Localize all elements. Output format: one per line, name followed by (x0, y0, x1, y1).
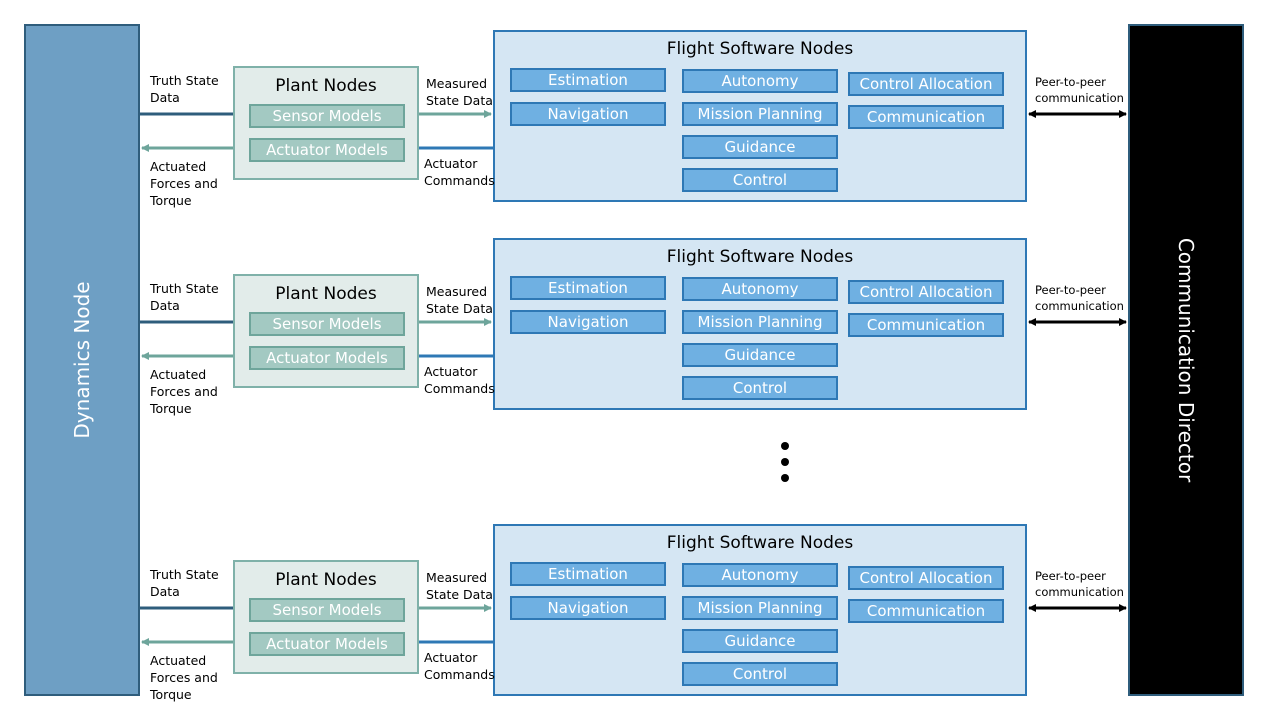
communication-block: Communication (848, 105, 1004, 129)
actuated-forces-label: Actuated Forces and Torque (150, 159, 218, 208)
navigation-block: Navigation (510, 102, 666, 126)
control-block: Control (682, 376, 838, 400)
sensor-models-block: Sensor Models (249, 312, 405, 336)
navigation-block: Navigation (510, 310, 666, 334)
actuator-commands-label: Actuator Commands (424, 650, 495, 682)
estimation-block: Estimation (510, 562, 666, 586)
ellipsis-dot (781, 474, 789, 482)
flight-software-nodes-title: Flight Software Nodes (666, 247, 854, 267)
estimation-block: Estimation (510, 68, 666, 92)
measured-state-data-label: Measured State Data (426, 76, 493, 108)
autonomy-block: Autonomy (682, 69, 838, 93)
guidance-block: Guidance (682, 135, 838, 159)
actuator-commands-label: Actuator Commands (424, 156, 495, 188)
plant-nodes-title: Plant Nodes (275, 284, 377, 304)
estimation-block: Estimation (510, 276, 666, 300)
control-block: Control (682, 168, 838, 192)
ellipsis-dot (781, 442, 789, 450)
navigation-block: Navigation (510, 596, 666, 620)
control-allocation-block: Control Allocation (848, 280, 1004, 304)
peer-to-peer-label: Peer-to-peer communication (1035, 569, 1124, 599)
autonomy-block: Autonomy (682, 563, 838, 587)
control-block: Control (682, 662, 838, 686)
guidance-block: Guidance (682, 629, 838, 653)
plant-nodes-title: Plant Nodes (275, 76, 377, 96)
plant-nodes-title: Plant Nodes (275, 570, 377, 590)
sensor-models-block: Sensor Models (249, 104, 405, 128)
actuator-models-block: Actuator Models (249, 138, 405, 162)
truth-state-data-label: Truth State Data (150, 281, 219, 313)
truth-state-data-label: Truth State Data (150, 567, 219, 599)
actuated-forces-label: Actuated Forces and Torque (150, 653, 218, 702)
flight-software-nodes-title: Flight Software Nodes (666, 39, 854, 59)
measured-state-data-label: Measured State Data (426, 570, 493, 602)
measured-state-data-label: Measured State Data (426, 284, 493, 316)
guidance-block: Guidance (682, 343, 838, 367)
truth-state-data-label: Truth State Data (150, 73, 219, 105)
dynamics-node: Dynamics Node (24, 24, 140, 696)
mission-planning-block: Mission Planning (682, 310, 838, 334)
actuated-forces-label: Actuated Forces and Torque (150, 367, 218, 416)
peer-to-peer-label: Peer-to-peer communication (1035, 283, 1124, 313)
mission-planning-block: Mission Planning (682, 102, 838, 126)
flight-software-nodes-title: Flight Software Nodes (666, 533, 854, 553)
control-allocation-block: Control Allocation (848, 566, 1004, 590)
communication-block: Communication (848, 313, 1004, 337)
actuator-models-block: Actuator Models (249, 632, 405, 656)
sensor-models-block: Sensor Models (249, 598, 405, 622)
autonomy-block: Autonomy (682, 277, 838, 301)
actuator-models-block: Actuator Models (249, 346, 405, 370)
communication-director: Communication Director (1128, 24, 1244, 696)
peer-to-peer-label: Peer-to-peer communication (1035, 75, 1124, 105)
ellipsis-dot (781, 458, 789, 466)
mission-planning-block: Mission Planning (682, 596, 838, 620)
actuator-commands-label: Actuator Commands (424, 364, 495, 396)
communication-block: Communication (848, 599, 1004, 623)
control-allocation-block: Control Allocation (848, 72, 1004, 96)
